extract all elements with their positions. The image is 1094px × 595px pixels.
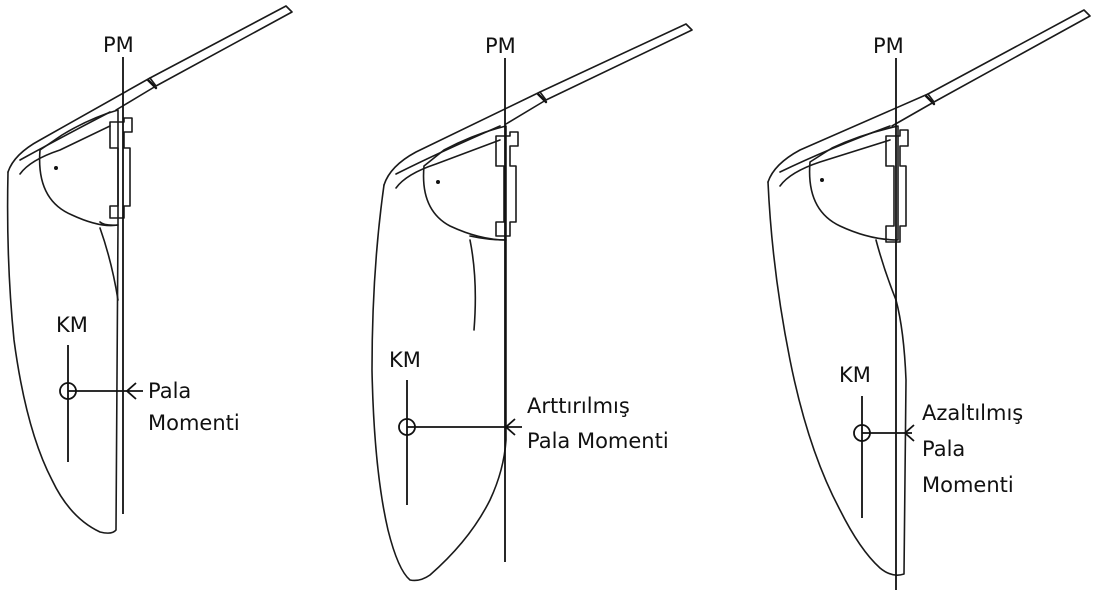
km-label-2: KM bbox=[389, 348, 421, 372]
moment-label-3a: Azaltılmış bbox=[922, 401, 1023, 425]
moment-label-1b: Momenti bbox=[148, 411, 240, 435]
blade-1 bbox=[8, 6, 292, 533]
pm-label-1: PM bbox=[103, 33, 134, 57]
panel-2: PM KM Arttırılmış Pala Momenti bbox=[372, 24, 692, 580]
moment-label-3b: Pala bbox=[922, 437, 965, 461]
panel-3: PM KM Azaltılmış Pala Momenti bbox=[768, 10, 1090, 590]
pm-label-2: PM bbox=[485, 34, 516, 58]
blade-2 bbox=[372, 24, 692, 580]
km-label-3: KM bbox=[839, 363, 871, 387]
km-label-1: KM bbox=[56, 313, 88, 337]
moment-label-2a: Arttırılmış bbox=[527, 394, 630, 418]
moment-label-2b: Pala Momenti bbox=[527, 429, 669, 453]
pm-label-3: PM bbox=[873, 34, 904, 58]
panel-1: PM KM Pala Momenti bbox=[8, 6, 292, 533]
moment-label-3c: Momenti bbox=[922, 473, 1014, 497]
moment-label-1a: Pala bbox=[148, 379, 191, 403]
